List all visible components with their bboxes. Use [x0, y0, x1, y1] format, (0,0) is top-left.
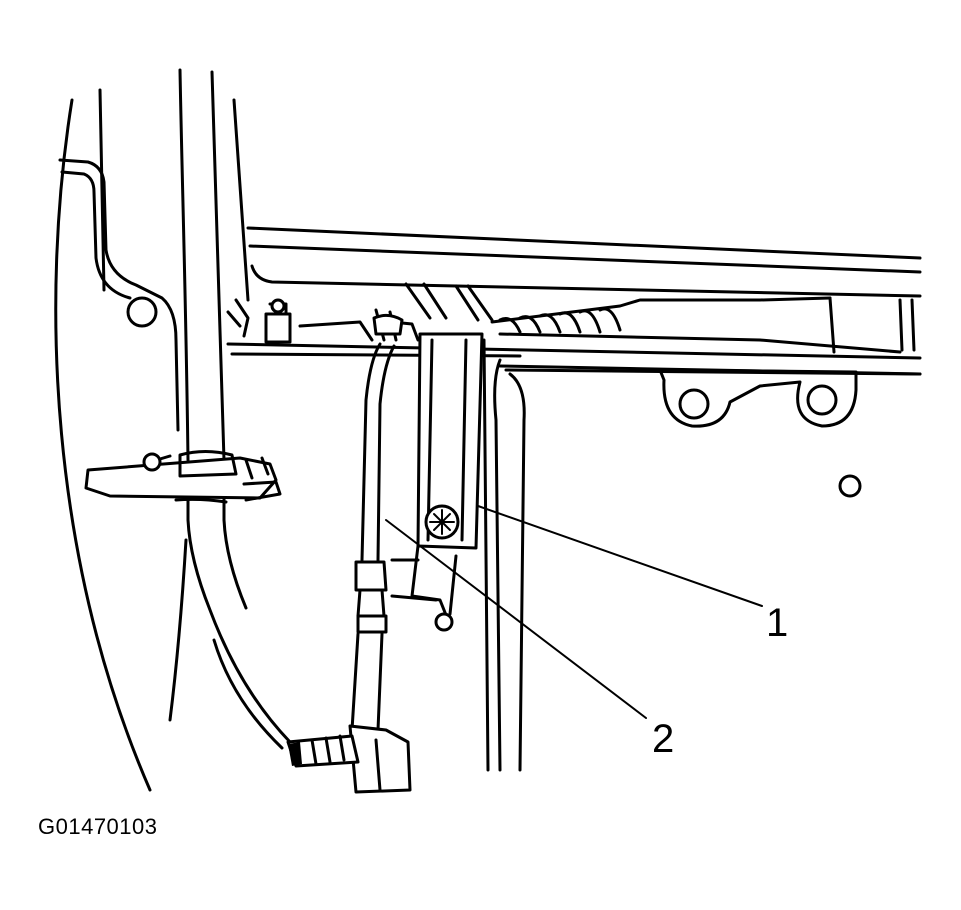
- leader-line-1: [477, 505, 763, 607]
- rail-coil: [498, 307, 622, 334]
- vertical-post: [378, 320, 922, 772]
- frame-rail: [226, 226, 922, 376]
- mounting-bracket: [390, 332, 484, 632]
- figure-id: G01470103: [38, 814, 158, 839]
- bolt: [424, 504, 460, 540]
- rail-fittings: [226, 298, 292, 344]
- body-panel: [54, 88, 180, 792]
- cable-hose: [350, 308, 404, 732]
- callout-number-2: 2: [652, 717, 674, 761]
- leader-line-2: [385, 519, 647, 719]
- leader-lines: [385, 505, 763, 719]
- callout-number-1: 1: [766, 601, 788, 645]
- right-hooks: [658, 368, 862, 498]
- tube-bracket: [84, 450, 282, 504]
- lower-connector: [286, 724, 412, 794]
- vertical-tube: [168, 68, 292, 750]
